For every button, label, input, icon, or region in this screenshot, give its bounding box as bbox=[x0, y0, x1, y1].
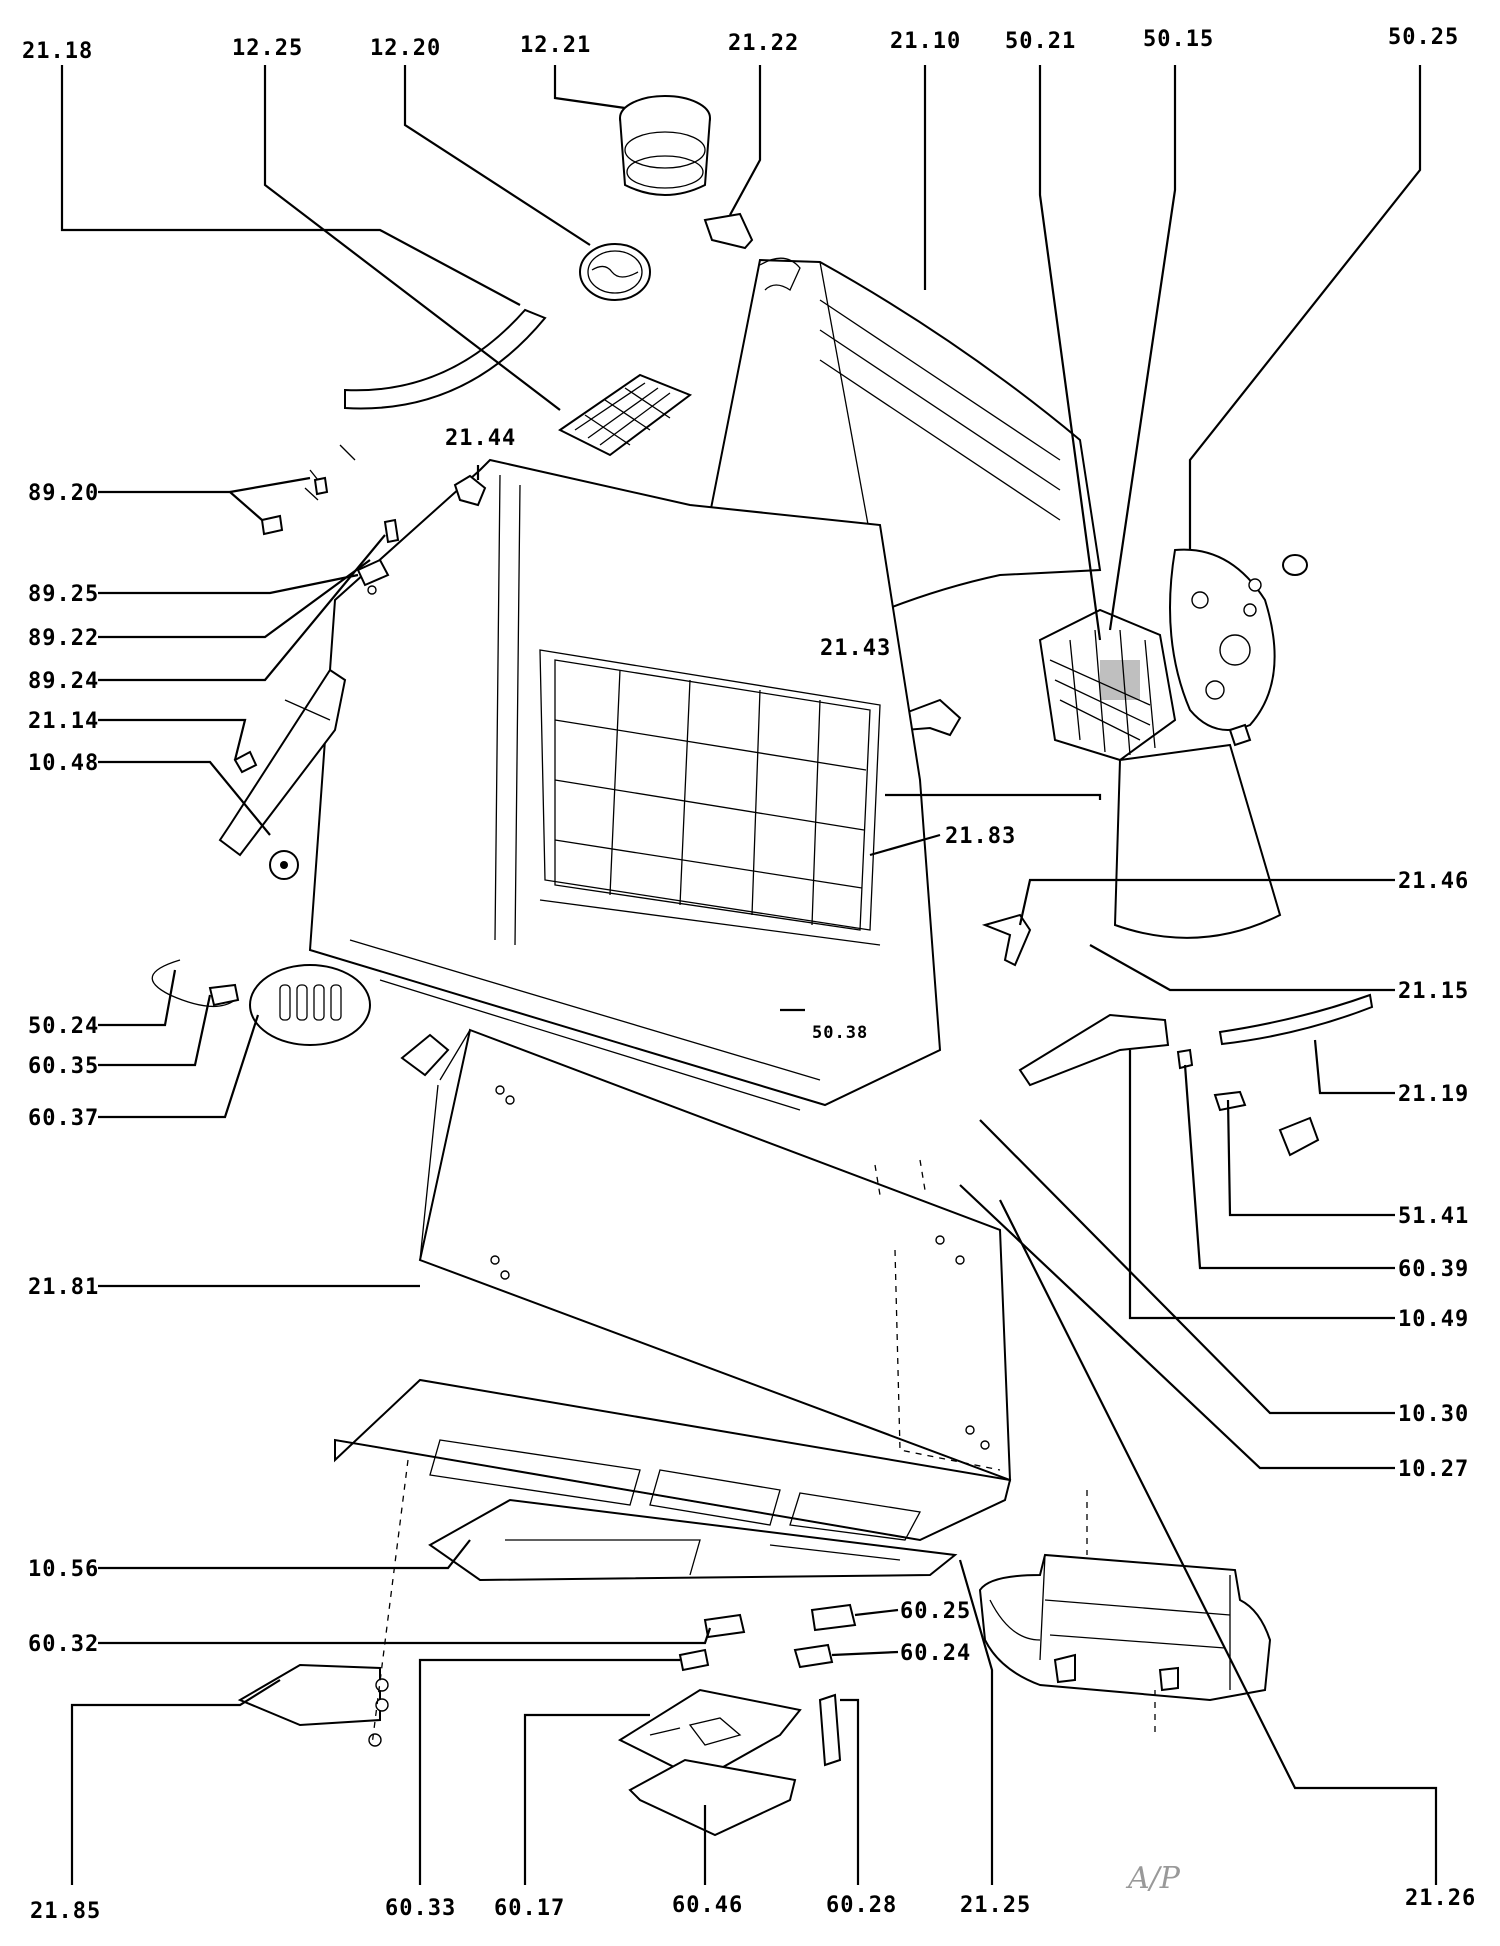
label-50-25: 50.25 bbox=[1388, 25, 1459, 50]
small-plate-part bbox=[1278, 1116, 1320, 1157]
label-10-30: 10.30 bbox=[1398, 1402, 1469, 1427]
assembly-guide-line bbox=[371, 1459, 409, 1746]
label-60-46: 60.46 bbox=[672, 1893, 743, 1918]
filter-panel-part bbox=[428, 1498, 958, 1582]
damper-ring-part bbox=[579, 243, 651, 301]
label-21-81: 21.81 bbox=[28, 1275, 99, 1300]
side-bracket-left-part bbox=[218, 668, 347, 857]
duct-collar-part bbox=[619, 95, 711, 196]
bracket-21-85-part bbox=[237, 1663, 389, 1747]
light-lens-part bbox=[249, 964, 371, 1046]
label-60-28: 60.28 bbox=[826, 1893, 897, 1918]
label-21-44: 21.44 bbox=[445, 426, 516, 451]
label-21-85: 21.85 bbox=[30, 1899, 101, 1924]
label-60-39: 60.39 bbox=[1398, 1257, 1469, 1282]
label-21-10: 21.10 bbox=[890, 29, 961, 54]
curved-trim-right-part bbox=[1218, 993, 1374, 1046]
label-21-46: 21.46 bbox=[1398, 869, 1469, 894]
connector-60-25-part bbox=[810, 1603, 857, 1632]
label-12-20: 12.20 bbox=[370, 36, 441, 61]
label-60-25: 60.25 bbox=[900, 1599, 971, 1624]
motor-plate-part bbox=[1169, 548, 1308, 747]
label-21-14: 21.14 bbox=[28, 709, 99, 734]
cover-60-46-part bbox=[628, 1758, 797, 1837]
label-60-17: 60.17 bbox=[494, 1896, 565, 1921]
label-10-27: 10.27 bbox=[1398, 1457, 1469, 1482]
label-10-48: 10.48 bbox=[28, 751, 99, 776]
label-12-25: 12.25 bbox=[232, 36, 303, 61]
clip-part bbox=[703, 212, 754, 250]
plug-part bbox=[400, 1033, 450, 1077]
label-21-15: 21.15 bbox=[1398, 979, 1469, 1004]
part-60-32 bbox=[703, 1613, 746, 1639]
label-89-25: 89.25 bbox=[28, 582, 99, 607]
label-21-18: 21.18 bbox=[22, 39, 93, 64]
leader-lines bbox=[60, 65, 1438, 1885]
label-12-21: 12.21 bbox=[520, 33, 591, 58]
label-10-56: 10.56 bbox=[28, 1557, 99, 1582]
hinge-part bbox=[453, 474, 487, 507]
screws-part bbox=[260, 444, 356, 536]
label-21-26: 21.26 bbox=[1405, 1886, 1476, 1911]
bottom-tray-part bbox=[334, 1378, 1012, 1542]
hood-body-part bbox=[308, 458, 942, 1111]
clip-21-46-part bbox=[981, 913, 1032, 967]
label-89-20: 89.20 bbox=[28, 481, 99, 506]
part-number-labels: 21.18 12.25 12.20 12.21 21.22 21.10 50.2… bbox=[22, 25, 1476, 1924]
side-bracket-right-part bbox=[1018, 1013, 1170, 1087]
assembly-guide-line bbox=[919, 1159, 926, 1191]
label-51-41: 51.41 bbox=[1398, 1204, 1469, 1229]
label-10-49: 10.49 bbox=[1398, 1307, 1469, 1332]
part-60-33 bbox=[678, 1648, 710, 1672]
label-21-43: 21.43 bbox=[820, 636, 891, 661]
label-50-21: 50.21 bbox=[1005, 29, 1076, 54]
label-60-37: 60.37 bbox=[28, 1106, 99, 1131]
label-21-25: 21.25 bbox=[960, 1893, 1031, 1918]
label-50-38: 50.38 bbox=[812, 1023, 868, 1043]
grille-part bbox=[558, 373, 693, 457]
label-60-24: 60.24 bbox=[900, 1641, 971, 1666]
label-60-35: 60.35 bbox=[28, 1054, 99, 1079]
curved-trim-part bbox=[344, 308, 547, 410]
assembly-guide-line bbox=[874, 1164, 881, 1196]
range-hood-parts-drawing bbox=[151, 95, 1374, 1837]
label-89-24: 89.24 bbox=[28, 669, 99, 694]
label-60-33: 60.33 bbox=[385, 1896, 456, 1921]
label-21-19: 21.19 bbox=[1398, 1082, 1469, 1107]
small-clip-part bbox=[356, 558, 390, 587]
connector-part bbox=[1176, 1048, 1194, 1070]
connector-60-24-part bbox=[793, 1643, 834, 1669]
label-50-24: 50.24 bbox=[28, 1014, 99, 1039]
cord-clamp-part bbox=[208, 983, 240, 1007]
washer-part bbox=[367, 585, 377, 595]
terminal-strip-part bbox=[818, 1693, 842, 1767]
signature-mark: A/P bbox=[1125, 1861, 1181, 1896]
label-50-15: 50.15 bbox=[1143, 27, 1214, 52]
label-89-22: 89.22 bbox=[28, 626, 99, 651]
lower-chimney-part bbox=[1113, 743, 1282, 939]
label-21-22: 21.22 bbox=[728, 31, 799, 56]
motor-housing-part bbox=[1038, 608, 1177, 762]
pin-part bbox=[383, 518, 400, 544]
switch-part bbox=[1213, 1090, 1247, 1112]
label-60-32: 60.32 bbox=[28, 1632, 99, 1657]
blower-assembly-part bbox=[978, 1490, 1272, 1735]
label-21-83: 21.83 bbox=[945, 824, 1016, 849]
